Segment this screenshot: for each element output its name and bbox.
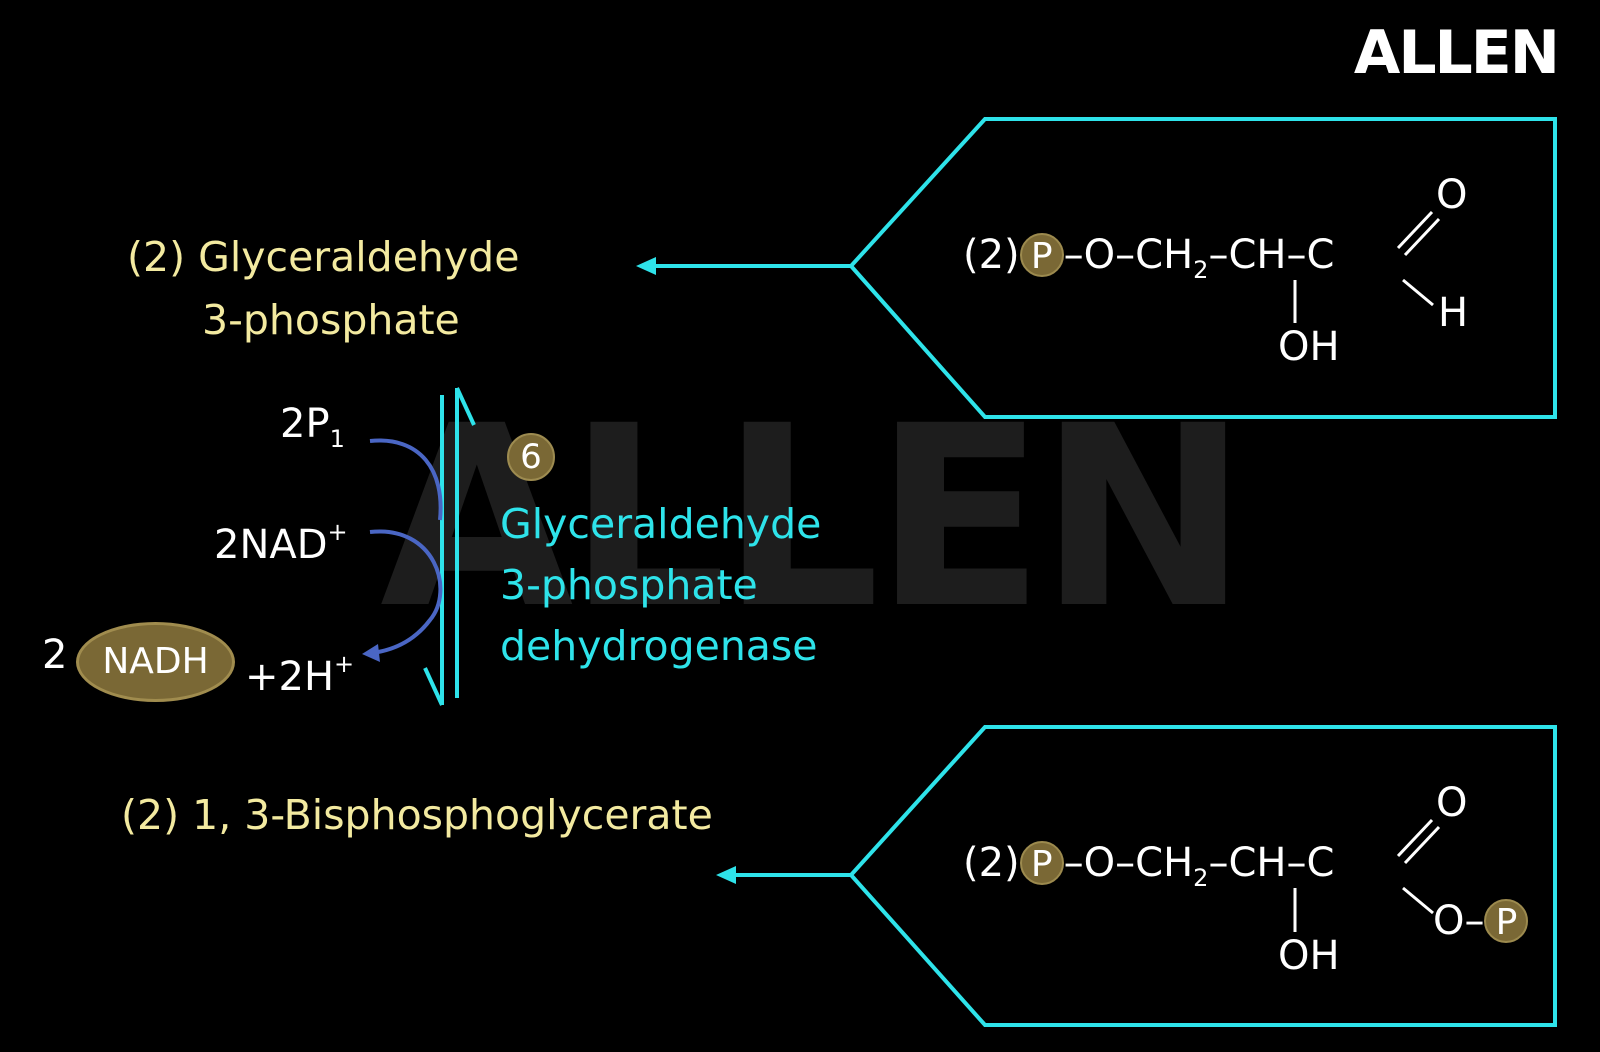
nad-text: 2NAD (214, 522, 328, 568)
top-pointer-arrowhead (636, 257, 656, 275)
bottom-o-link: O– (1433, 898, 1485, 944)
proton-product: +2H+ (245, 641, 354, 700)
bottom-co-double-bond-1 (1396, 818, 1434, 858)
inorganic-phosphate: 2P1 (280, 401, 345, 462)
top-ch-bond (1402, 278, 1434, 307)
enzyme-name-line3: dehydrogenase (500, 622, 818, 670)
bottom-pointer-arrowhead (716, 866, 736, 884)
top-structure-formula: (2)P–O–CH2–CH–C (963, 232, 1334, 293)
bottom-ester-linkage: O–P (1433, 898, 1529, 944)
top-oxygen: O (1436, 172, 1468, 218)
top-chain-b: –CH–C (1208, 232, 1335, 278)
top-structure-box (848, 117, 1557, 419)
top-phosphate-badge: P (1019, 233, 1064, 277)
allen-logo: ALLEN (1353, 18, 1560, 88)
top-chain-a: –O–CH (1063, 232, 1194, 278)
bottom-compound-name: (2) 1, 3-Bisphosphoglycerate (121, 791, 713, 839)
nadh-coefficient: 2 (42, 632, 68, 678)
top-co-double-bond-2 (1403, 217, 1441, 257)
top-hydroxyl: OH (1278, 324, 1340, 370)
bottom-chain-a: –O–CH (1063, 840, 1194, 886)
top-subscript: 2 (1193, 256, 1209, 284)
enzyme-name-line1: Glyceraldehyde (500, 500, 822, 548)
bottom-co-double-bond-2 (1403, 825, 1441, 865)
nadh-badge: NADH (76, 622, 235, 702)
bottom-subscript: 2 (1193, 864, 1209, 892)
bottom-structure-box (848, 725, 1557, 1027)
bottom-coefficient: (2) (963, 840, 1020, 886)
bottom-structure-formula: (2)P–O–CH2–CH–C (963, 840, 1334, 901)
nad-plus: 2NAD+ (214, 509, 348, 568)
top-compound-name-line2: 3-phosphate (202, 296, 460, 344)
h-superscript: + (334, 650, 355, 678)
pi-curve-arrow (369, 438, 443, 521)
bottom-oxygen: O (1436, 780, 1468, 826)
nad-curve-arrow (369, 529, 443, 655)
pi-text: 2P (280, 401, 330, 447)
bottom-hydroxyl: OH (1278, 933, 1340, 979)
top-coefficient: (2) (963, 232, 1020, 278)
equilibrium-forward-barb (423, 667, 444, 706)
enzyme-name-line2: 3-phosphate (500, 561, 758, 609)
bottom-second-phosphate-badge: P (1484, 899, 1529, 943)
top-compound-name-line1: (2) Glyceraldehyde (127, 233, 520, 281)
top-co-double-bond-1 (1396, 210, 1434, 250)
equilibrium-reverse-barb (455, 387, 476, 426)
nad-curve-arrowhead (362, 644, 380, 662)
pi-subscript: 1 (329, 425, 345, 453)
bottom-co-o-bond (1402, 886, 1434, 915)
top-hydrogen: H (1438, 290, 1469, 336)
bottom-chain-b: –CH–C (1208, 840, 1335, 886)
h-text: +2H (245, 654, 335, 700)
step-number-badge: 6 (507, 433, 555, 481)
nad-superscript: + (327, 518, 348, 546)
bottom-phosphate-badge: P (1019, 841, 1064, 885)
